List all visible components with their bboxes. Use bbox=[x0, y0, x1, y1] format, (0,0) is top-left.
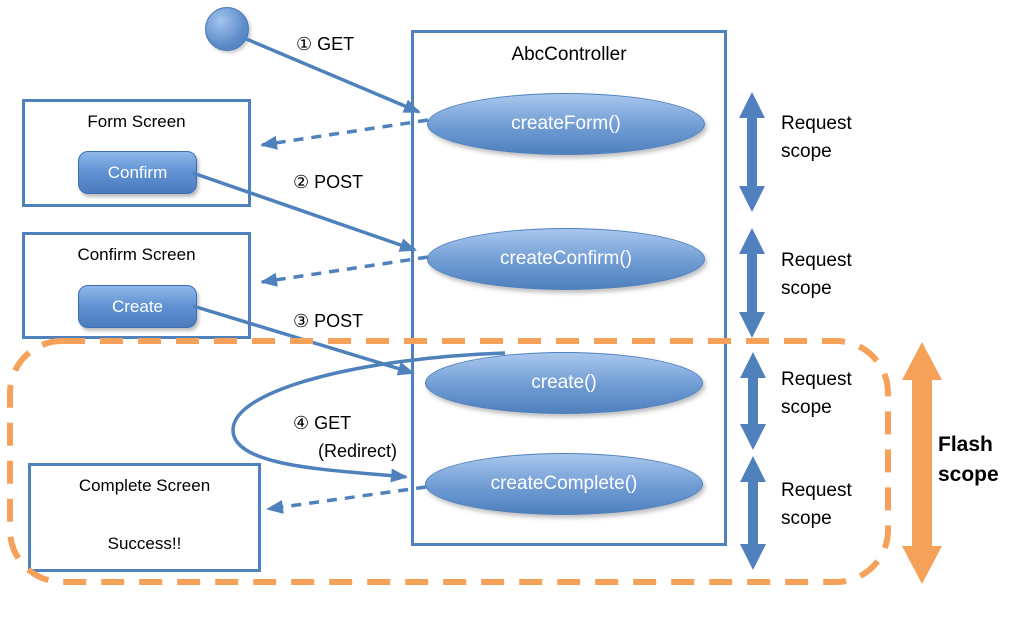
complete-screen-box: Complete Screen Success!! bbox=[28, 463, 261, 572]
flash-scope-arrow bbox=[902, 342, 942, 584]
request-scope-arrow-2 bbox=[739, 228, 765, 338]
confirm-button: Confirm bbox=[78, 151, 197, 194]
request-scope-arrow-1 bbox=[739, 92, 765, 212]
step-2-post-label: ② POST bbox=[293, 172, 364, 192]
complete-screen-title: Complete Screen bbox=[78, 476, 211, 495]
request-scope-arrow-3 bbox=[740, 352, 766, 450]
method-ellipse-createconfirm: createConfirm() bbox=[427, 228, 705, 290]
confirm-screen-box: Confirm Screen Create bbox=[22, 232, 251, 339]
actor-circle-icon bbox=[205, 7, 249, 51]
create-button: Create bbox=[78, 285, 197, 328]
response-dashed-line-2 bbox=[260, 255, 429, 287]
controller-title: AbcController bbox=[511, 44, 627, 65]
confirm-screen-title: Confirm Screen bbox=[77, 245, 196, 264]
step-4-get-label: ④ GET bbox=[293, 413, 352, 433]
request-scope-label-4: Request scope bbox=[781, 480, 852, 529]
step-1-get-label: ① GET bbox=[296, 34, 355, 54]
response-dashed-line-3 bbox=[266, 485, 427, 514]
success-message: Success!! bbox=[107, 534, 182, 553]
request-scope-arrow-4 bbox=[740, 456, 766, 570]
method-label: create() bbox=[531, 372, 597, 393]
request-scope-label-2: Request scope bbox=[781, 250, 852, 299]
step-3-post-label: ③ POST bbox=[293, 311, 364, 331]
method-label: createConfirm() bbox=[500, 248, 632, 269]
request-scope-label-3: Request scope bbox=[781, 369, 852, 418]
method-ellipse-create: create() bbox=[425, 352, 703, 414]
method-ellipse-createcomplete: createComplete() bbox=[425, 453, 703, 515]
flash-scope-label: Flash scope bbox=[938, 433, 999, 486]
request-scope-label-1: Request scope bbox=[781, 113, 852, 162]
step-4-redirect-label: (Redirect) bbox=[318, 441, 398, 461]
method-label: createComplete() bbox=[490, 473, 638, 494]
form-screen-box: Form Screen Confirm bbox=[22, 99, 251, 207]
method-ellipse-createform: createForm() bbox=[427, 93, 705, 155]
method-label: createForm() bbox=[511, 113, 621, 134]
response-dashed-line-1 bbox=[260, 118, 429, 150]
form-screen-title: Form Screen bbox=[87, 112, 186, 131]
